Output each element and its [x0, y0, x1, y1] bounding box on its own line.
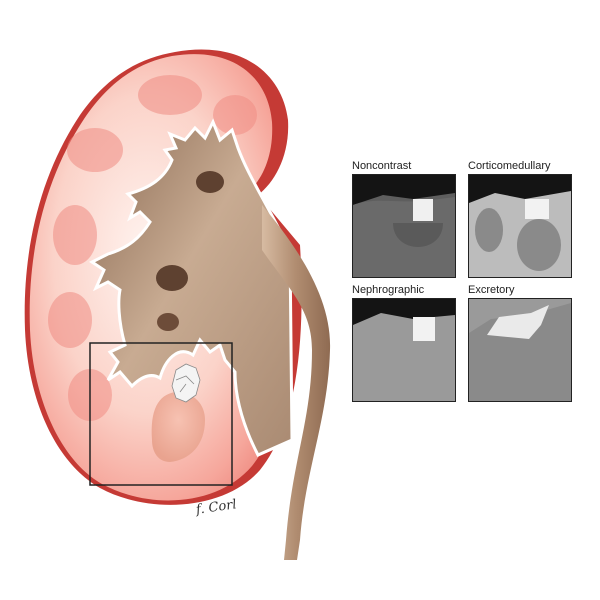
- ureter: [262, 205, 331, 560]
- ct-panel-excretory: [468, 298, 572, 402]
- ct-panel-corticomedullary: [468, 174, 572, 278]
- ct-panel-noncontrast: [352, 174, 456, 278]
- panel-label-corticomedullary: Corticomedullary: [468, 160, 551, 172]
- papilla: [151, 392, 205, 462]
- ct-panel-nephrographic: [352, 298, 456, 402]
- calculus: [171, 363, 201, 403]
- panel-label-excretory: Excretory: [468, 284, 515, 296]
- lower-calyx: [157, 313, 179, 331]
- panel-label-nephrographic: Nephrographic: [352, 284, 425, 296]
- upper-calyx: [196, 171, 224, 193]
- middle-calyx: [156, 265, 188, 291]
- magnification-box: [89, 342, 233, 486]
- panel-label-noncontrast: Noncontrast: [352, 160, 412, 172]
